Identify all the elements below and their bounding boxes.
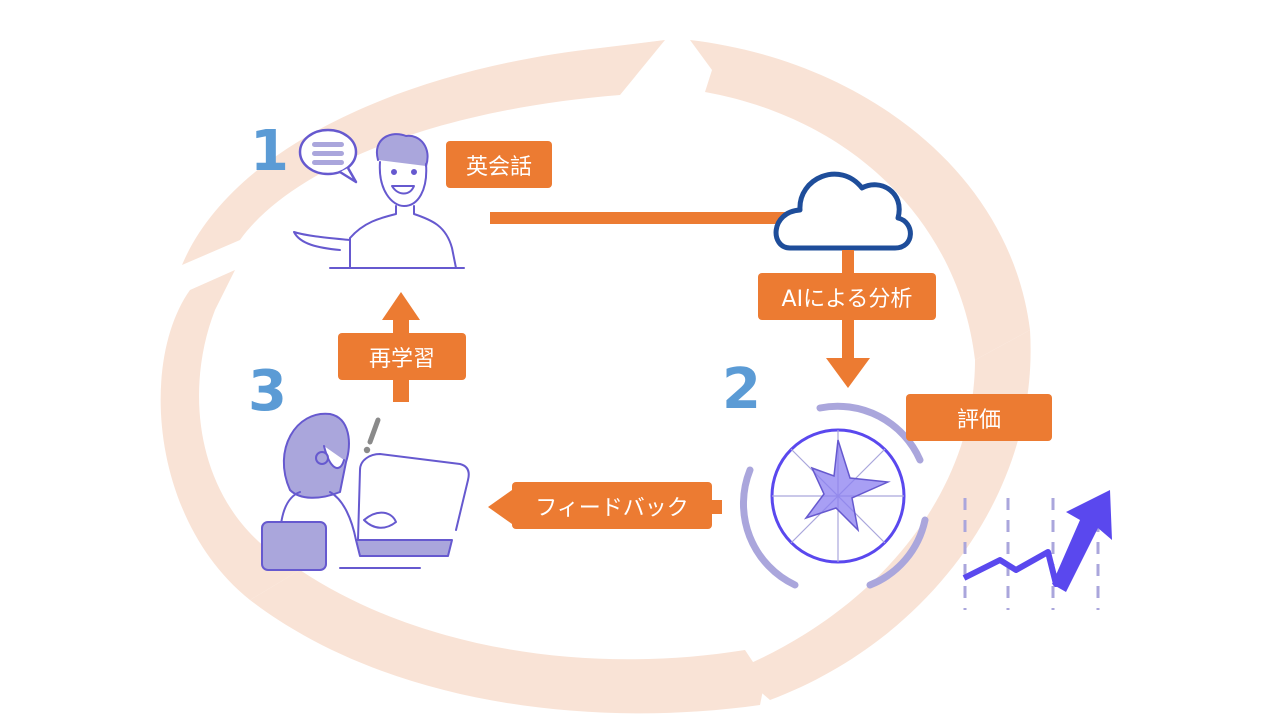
upward-trend-arrow-icon [962, 490, 1112, 610]
cycle-ring [160, 40, 1031, 714]
connector-line-talk-to-cloud [490, 212, 790, 224]
up-arrow-head [382, 292, 420, 320]
step-number-3: 3 [248, 359, 287, 424]
cycle-arrow-bottom [250, 570, 765, 714]
label-evaluation: 評価 [906, 394, 1052, 441]
cycle-arrow-left [160, 270, 300, 600]
step-number-2: 2 [722, 357, 761, 422]
left-arrow-head [488, 490, 512, 524]
person-at-laptop-icon [261, 412, 470, 571]
label-feedback: フィードバック [512, 482, 712, 529]
cycle-arrow-right [735, 330, 1031, 700]
exclamation-icon [363, 417, 381, 454]
radar-chart-icon [740, 402, 929, 589]
person-speaking-icon [293, 133, 465, 269]
label-conversation: 英会話 [446, 141, 552, 188]
down-arrow-head [826, 358, 870, 388]
cloud-icon [773, 171, 913, 251]
cycle-arrow-top [690, 40, 1030, 360]
step-number-1: 1 [250, 119, 289, 184]
label-relearning: 再学習 [338, 333, 466, 380]
cycle-arrow-upper-left [182, 40, 665, 265]
label-ai-analysis: AIによる分析 [758, 273, 936, 320]
speech-bubble-icon [298, 128, 358, 184]
